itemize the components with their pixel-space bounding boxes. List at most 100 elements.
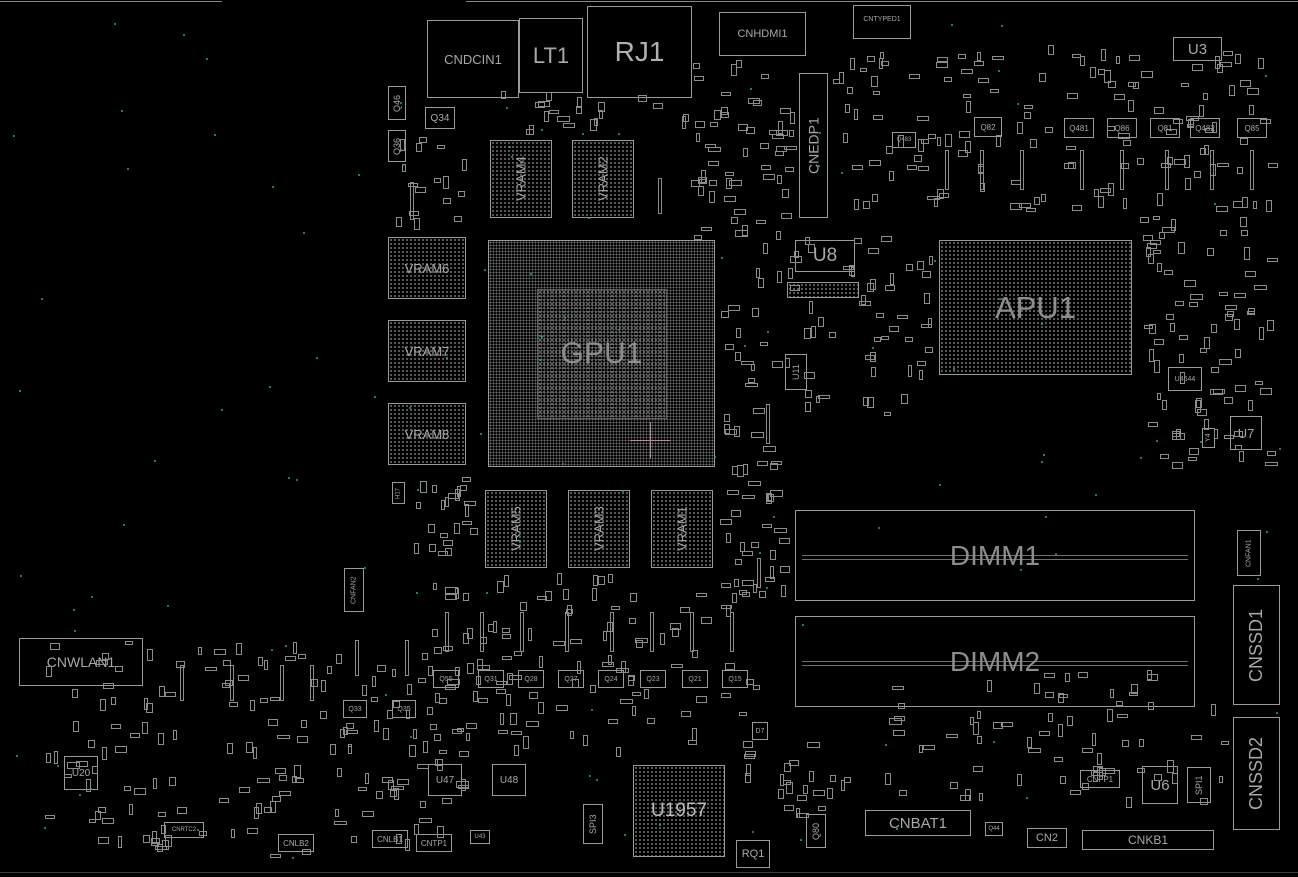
component-cnfan2[interactable]: CNFAN2: [344, 568, 364, 612]
component-cnbat1[interactable]: CNBAT1: [865, 810, 971, 836]
smd-pad: [129, 804, 133, 815]
smd-pad: [1181, 83, 1189, 87]
component-u4644[interactable]: U4644: [1168, 367, 1202, 391]
smd-pad: [520, 602, 527, 611]
component-u43[interactable]: U43: [470, 830, 490, 844]
via-dot: [374, 396, 376, 398]
smd-pad: [1253, 201, 1257, 209]
via-dot: [1041, 461, 1043, 463]
component-cnhdmi1[interactable]: CNHDMI1: [719, 12, 806, 56]
smd-pad: [753, 685, 760, 690]
component-rj1[interactable]: RJ1: [587, 6, 692, 98]
smd-pad: [725, 172, 734, 176]
component-spi3[interactable]: SPI3: [583, 804, 603, 844]
component-apu1[interactable]: APU1: [939, 240, 1132, 375]
component-cnedp1[interactable]: CNEDP1: [799, 73, 828, 218]
smd-pad: [54, 751, 58, 764]
smd-pad: [1164, 270, 1173, 275]
component-spi1[interactable]: SPI1: [1187, 767, 1211, 803]
component-u8-pins: [787, 282, 859, 298]
smd-pad: [741, 361, 754, 365]
component-rq1[interactable]: RQ1: [736, 840, 770, 868]
smd-pad: [1066, 146, 1076, 150]
component-vram7[interactable]: VRAM7: [388, 320, 466, 382]
component-label: U1957: [651, 800, 707, 821]
component-vram1[interactable]: VRAM1: [651, 490, 713, 568]
smd-pad: [1048, 45, 1054, 55]
component-q44[interactable]: Q44: [985, 822, 1003, 836]
component-label: CNEDP1: [805, 117, 822, 174]
component-q34[interactable]: Q34: [425, 107, 455, 129]
smd-pad: [96, 660, 108, 665]
via-dot: [183, 34, 185, 36]
component-q82[interactable]: Q82: [974, 117, 1002, 137]
component-vram8[interactable]: VRAM8: [388, 403, 466, 465]
smd-pad: [1211, 324, 1217, 333]
component-cndcin1[interactable]: CNDCIN1: [427, 20, 519, 98]
component-vram3[interactable]: VRAM3: [568, 490, 630, 568]
component-q31[interactable]: Q31: [478, 670, 504, 688]
component-cnkb1[interactable]: CNKB1: [1082, 830, 1214, 850]
component-vram2[interactable]: VRAM2: [572, 140, 634, 218]
component-vram4[interactable]: VRAM4: [490, 140, 552, 218]
smd-pad: [1180, 372, 1185, 384]
via-dot: [750, 88, 752, 90]
component-d7[interactable]: D7: [752, 722, 768, 740]
smd-pad: [720, 519, 732, 525]
smd-pad: [539, 656, 543, 668]
smd-pad: [870, 279, 876, 290]
component-u47[interactable]: U47: [428, 764, 462, 796]
smd-pad: [374, 720, 379, 732]
smd-pad: [142, 722, 148, 734]
component-q15[interactable]: Q15: [722, 670, 748, 688]
component-q21[interactable]: Q21: [682, 670, 708, 688]
component-h17[interactable]: H17: [392, 482, 405, 504]
smd-pad: [393, 701, 400, 708]
smd-pad: [898, 135, 904, 148]
smd-pad: [1225, 314, 1233, 321]
component-u48[interactable]: U48: [492, 764, 526, 796]
smd-pad: [681, 711, 691, 717]
smd-pad: [786, 782, 793, 794]
component-cnfan1[interactable]: CNFAN1: [1237, 530, 1261, 576]
component-dimm1[interactable]: DIMM1: [795, 510, 1195, 601]
smd-pad: [236, 643, 242, 655]
component-q23[interactable]: Q23: [640, 670, 666, 688]
component-cnwlan1[interactable]: CNWLAN1: [19, 638, 143, 686]
component-cnssd2[interactable]: CNSSD2: [1233, 717, 1280, 830]
smd-pad: [708, 161, 719, 166]
component-q481[interactable]: Q481: [1064, 118, 1094, 138]
component-q46[interactable]: Q46: [388, 86, 406, 120]
component-q80[interactable]: Q80: [806, 814, 826, 848]
smd-pad: [437, 145, 445, 149]
component-lt1[interactable]: LT1: [519, 18, 583, 93]
via-dot: [285, 645, 287, 647]
smd-pad: [742, 580, 754, 586]
component-u1957[interactable]: U1957: [633, 765, 725, 857]
component-cntp1[interactable]: CNTP1: [416, 834, 452, 852]
smd-pad: [1118, 133, 1130, 139]
component-q36[interactable]: Q36: [388, 130, 406, 162]
via-dot: [766, 587, 768, 589]
component-gpu1[interactable]: GPU1: [488, 240, 715, 467]
component-vram5[interactable]: VRAM5: [485, 490, 547, 568]
smd-pad: [937, 57, 948, 62]
smd-pad: [413, 729, 417, 739]
component-cnssd1[interactable]: CNSSD1: [1233, 585, 1280, 705]
component-cn2[interactable]: CN2: [1027, 828, 1067, 848]
smd-pad: [701, 617, 712, 624]
component-vram6[interactable]: VRAM6: [388, 237, 466, 299]
component-cnlb1[interactable]: CNLB1: [372, 830, 408, 848]
smd-pad: [901, 394, 908, 404]
component-q33[interactable]: Q33: [343, 700, 367, 718]
smd-pad: [223, 660, 231, 666]
component-label: Q80: [811, 822, 821, 840]
smd-pad: [153, 778, 157, 789]
smd-pad: [565, 612, 569, 652]
smd-pad: [847, 87, 853, 94]
component-q483[interactable]: Q483: [892, 132, 916, 148]
component-cntyped1[interactable]: CNTYPED1: [853, 5, 911, 39]
smd-pad: [523, 736, 529, 749]
via-dot: [57, 765, 59, 767]
smd-pad: [1133, 82, 1139, 89]
